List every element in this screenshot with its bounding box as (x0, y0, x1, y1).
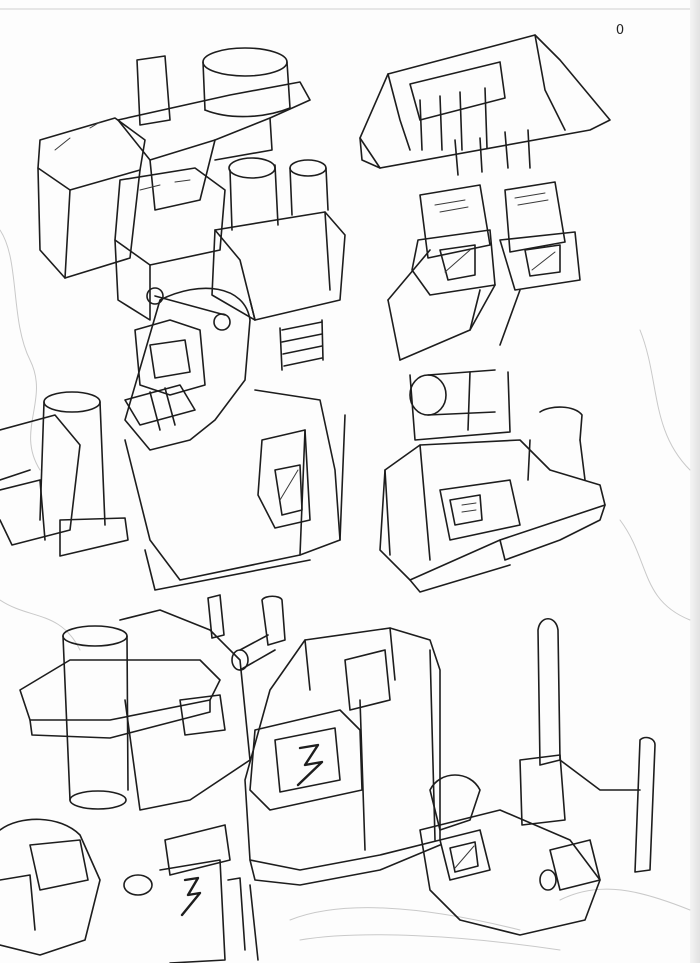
weapon-sketch (419, 617, 656, 936)
bottom-left-arm-sketch (19, 594, 286, 811)
small-studies-sketch (0, 818, 259, 963)
paper-top-edge (0, 8, 700, 10)
chest-panel-sketch (244, 627, 441, 886)
background-scribbles (0, 229, 691, 951)
mech-torso-sketch (37, 47, 346, 591)
left-arm-sketch (0, 391, 129, 557)
paper-right-edge (690, 0, 700, 963)
vehicle-module-sketch (379, 406, 606, 593)
corner-mark: 0 (615, 23, 625, 38)
head-module-sketch (359, 34, 611, 176)
legs-pair-sketch (387, 181, 581, 441)
